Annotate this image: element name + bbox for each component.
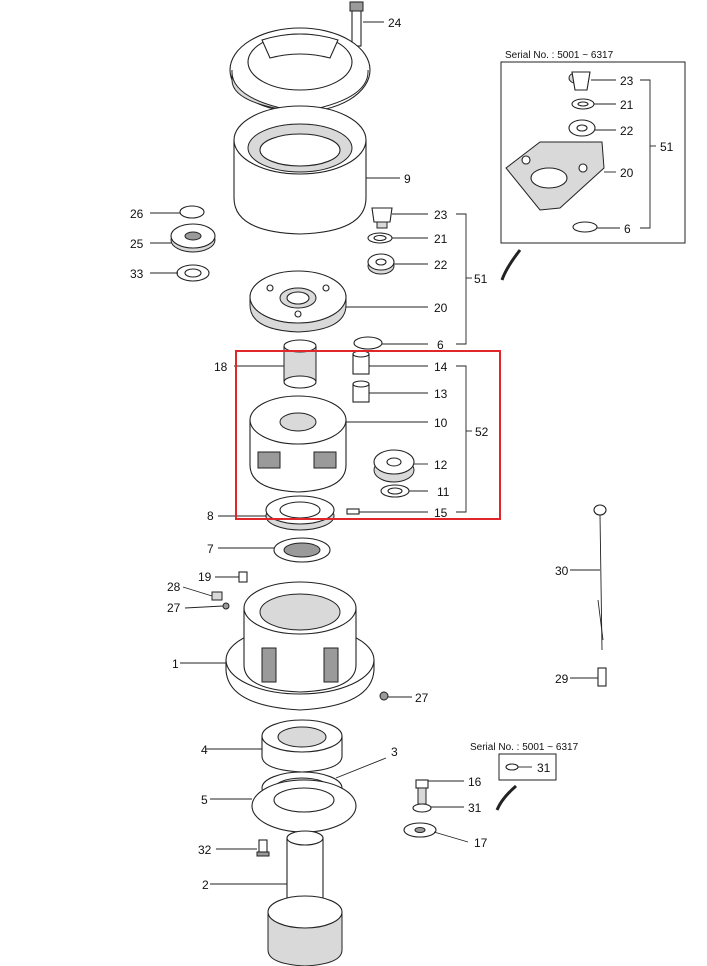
label-3: 3 <box>391 745 398 759</box>
part-31-washer <box>412 803 432 813</box>
label-2: 2 <box>202 878 209 892</box>
part-33-washer <box>176 264 210 282</box>
part-12-planet-gear <box>373 449 415 483</box>
label-14: 14 <box>434 360 448 374</box>
label-51: 51 <box>474 272 488 286</box>
part-8-bearing <box>265 495 335 531</box>
part-24-bolt <box>349 1 364 47</box>
serial-note-bottom: Serial No. : 5001 ~ 6317 <box>470 742 579 753</box>
label-25: 25 <box>130 237 144 251</box>
inset-label-23: 23 <box>620 74 634 88</box>
part-9-ring-gear <box>233 105 367 235</box>
label-32: 32 <box>198 843 212 857</box>
label-20: 20 <box>434 301 448 315</box>
label-16: 16 <box>468 775 482 789</box>
part-5-cover <box>251 779 357 833</box>
assembly-52-highlight <box>235 350 501 520</box>
part-23-plug <box>371 207 393 229</box>
label-31: 31 <box>468 801 482 815</box>
label-9: 9 <box>404 172 411 186</box>
inset-label-6: 6 <box>624 222 631 236</box>
part-11-thrust-washer <box>380 484 410 498</box>
label-21: 21 <box>434 232 448 246</box>
label-13: 13 <box>434 387 448 401</box>
part-16-bolt <box>415 779 429 805</box>
label-22: 22 <box>434 258 448 272</box>
part-19-plug <box>238 571 248 583</box>
serial-note-top: Serial No. : 5001 ~ 6317 <box>505 50 614 61</box>
part-4-bearing <box>261 719 343 773</box>
label-52: 52 <box>475 425 489 439</box>
curved-arrow-top <box>500 249 522 281</box>
inset-label-21: 21 <box>620 98 634 112</box>
label-29: 29 <box>555 672 569 686</box>
part-10-planet-carrier <box>249 395 347 493</box>
part-30-dipstick <box>593 504 607 651</box>
label-24: 24 <box>388 16 402 30</box>
part-21-washer <box>367 232 393 244</box>
part-1-housing <box>225 581 375 711</box>
inset-label-20: 20 <box>620 166 634 180</box>
inset-label-22: 22 <box>620 124 634 138</box>
part-27-plug-small <box>222 602 230 610</box>
label-23: 23 <box>434 208 448 222</box>
label-26: 26 <box>130 207 144 221</box>
part-27-plug <box>379 691 389 701</box>
leader-lines <box>150 21 656 885</box>
label-11: 11 <box>437 485 450 499</box>
curved-arrow-bottom <box>495 784 517 811</box>
part-17-washer <box>403 822 437 838</box>
label-33: 33 <box>130 267 144 281</box>
label-30: 30 <box>555 564 569 578</box>
label-1: 1 <box>172 657 179 671</box>
label-27-lower: 27 <box>415 691 429 705</box>
part-7-seal <box>273 537 331 563</box>
label-27-upper: 27 <box>167 601 181 615</box>
label-19: 19 <box>198 570 212 584</box>
label-17: 17 <box>474 836 488 850</box>
part-26-snap-ring <box>179 205 205 219</box>
part-32-bolt <box>256 839 270 857</box>
label-28: 28 <box>167 580 181 594</box>
inset-label-31: 31 <box>537 761 551 775</box>
part-29-pipe <box>597 667 607 687</box>
part-28-plug <box>211 591 223 601</box>
label-18: 18 <box>214 360 228 374</box>
part-6-snap-ring <box>353 336 383 350</box>
part-22-gear <box>367 253 395 275</box>
part-13-pin <box>352 380 370 403</box>
part-15-spring-pin <box>346 508 360 515</box>
label-12: 12 <box>434 458 448 472</box>
top-cover <box>229 27 371 113</box>
label-8: 8 <box>207 509 214 523</box>
part-25-gear <box>170 223 216 253</box>
inset-box-top <box>500 61 686 244</box>
label-5: 5 <box>201 793 208 807</box>
label-6: 6 <box>437 338 444 352</box>
label-4: 4 <box>201 743 208 757</box>
part-20-carrier-plate <box>249 270 347 333</box>
label-10: 10 <box>434 416 448 430</box>
part-14-pin <box>352 350 370 375</box>
label-7: 7 <box>207 542 214 556</box>
part-2-pinion-shaft <box>267 830 343 966</box>
part-18-sun-gear <box>283 339 317 389</box>
inset-label-51: 51 <box>660 140 674 154</box>
label-15: 15 <box>434 506 448 520</box>
